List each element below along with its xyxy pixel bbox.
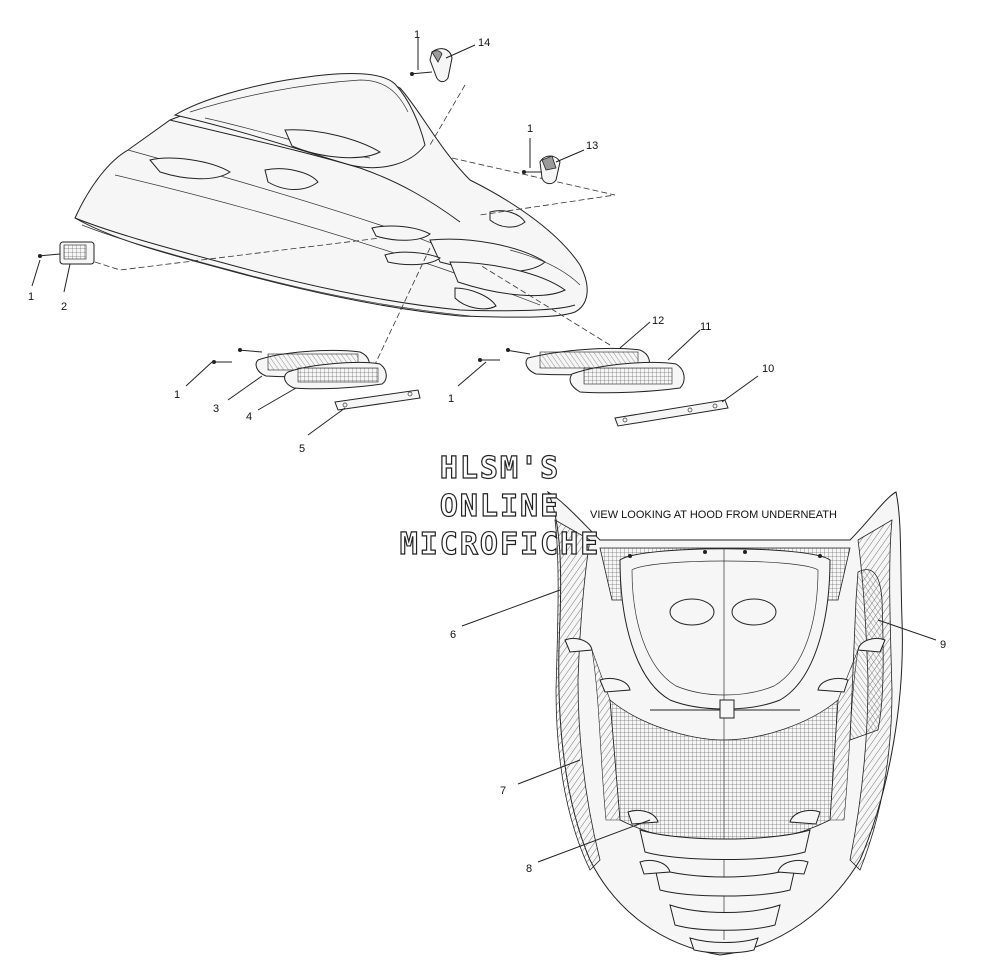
callout-6: 6 xyxy=(450,629,456,641)
callout-10: 10 xyxy=(762,363,774,375)
hood-top-view xyxy=(74,72,588,318)
callout-1: 1 xyxy=(414,29,420,41)
part-13-bracket xyxy=(522,138,585,185)
callout-2: 2 xyxy=(61,301,67,313)
view-caption: VIEW LOOKING AT HOOD FROM UNDERNEATH xyxy=(590,509,837,521)
callout-1: 1 xyxy=(28,291,34,303)
watermark-line-2: ONLINE xyxy=(440,489,560,524)
callout-1: 1 xyxy=(527,123,533,135)
callout-3: 3 xyxy=(213,403,219,415)
callout-13: 13 xyxy=(586,140,598,152)
part-10-strip xyxy=(614,375,759,427)
watermark-line-3: MICROFICHE xyxy=(400,527,601,562)
part-14-bracket xyxy=(409,38,476,83)
part-2-vent xyxy=(31,241,95,293)
callout-11: 11 xyxy=(700,321,711,333)
callout-8: 8 xyxy=(526,863,532,875)
part-3-4-vents xyxy=(185,348,387,411)
callout-5: 5 xyxy=(299,443,305,455)
callout-9: 9 xyxy=(940,639,946,651)
callout-1: 1 xyxy=(448,393,454,405)
callout-4: 4 xyxy=(246,411,252,423)
part-11-12-vents xyxy=(457,321,701,394)
callout-14: 14 xyxy=(478,37,490,49)
callout-labels: 1 14 1 13 1 2 12 11 10 1 3 4 5 1 6 9 7 8 xyxy=(28,29,946,875)
hood-underside-view xyxy=(546,490,903,956)
assembly-lines xyxy=(94,84,616,376)
callout-1: 1 xyxy=(174,389,180,401)
part-5-strip xyxy=(307,389,421,436)
callout-7: 7 xyxy=(500,785,506,797)
underside-leaders xyxy=(461,589,937,863)
watermark-line-1: HLSM'S xyxy=(440,451,560,486)
watermark: HLSM'S ONLINE MICROFICHE xyxy=(399,450,601,562)
callout-12: 12 xyxy=(652,315,664,327)
